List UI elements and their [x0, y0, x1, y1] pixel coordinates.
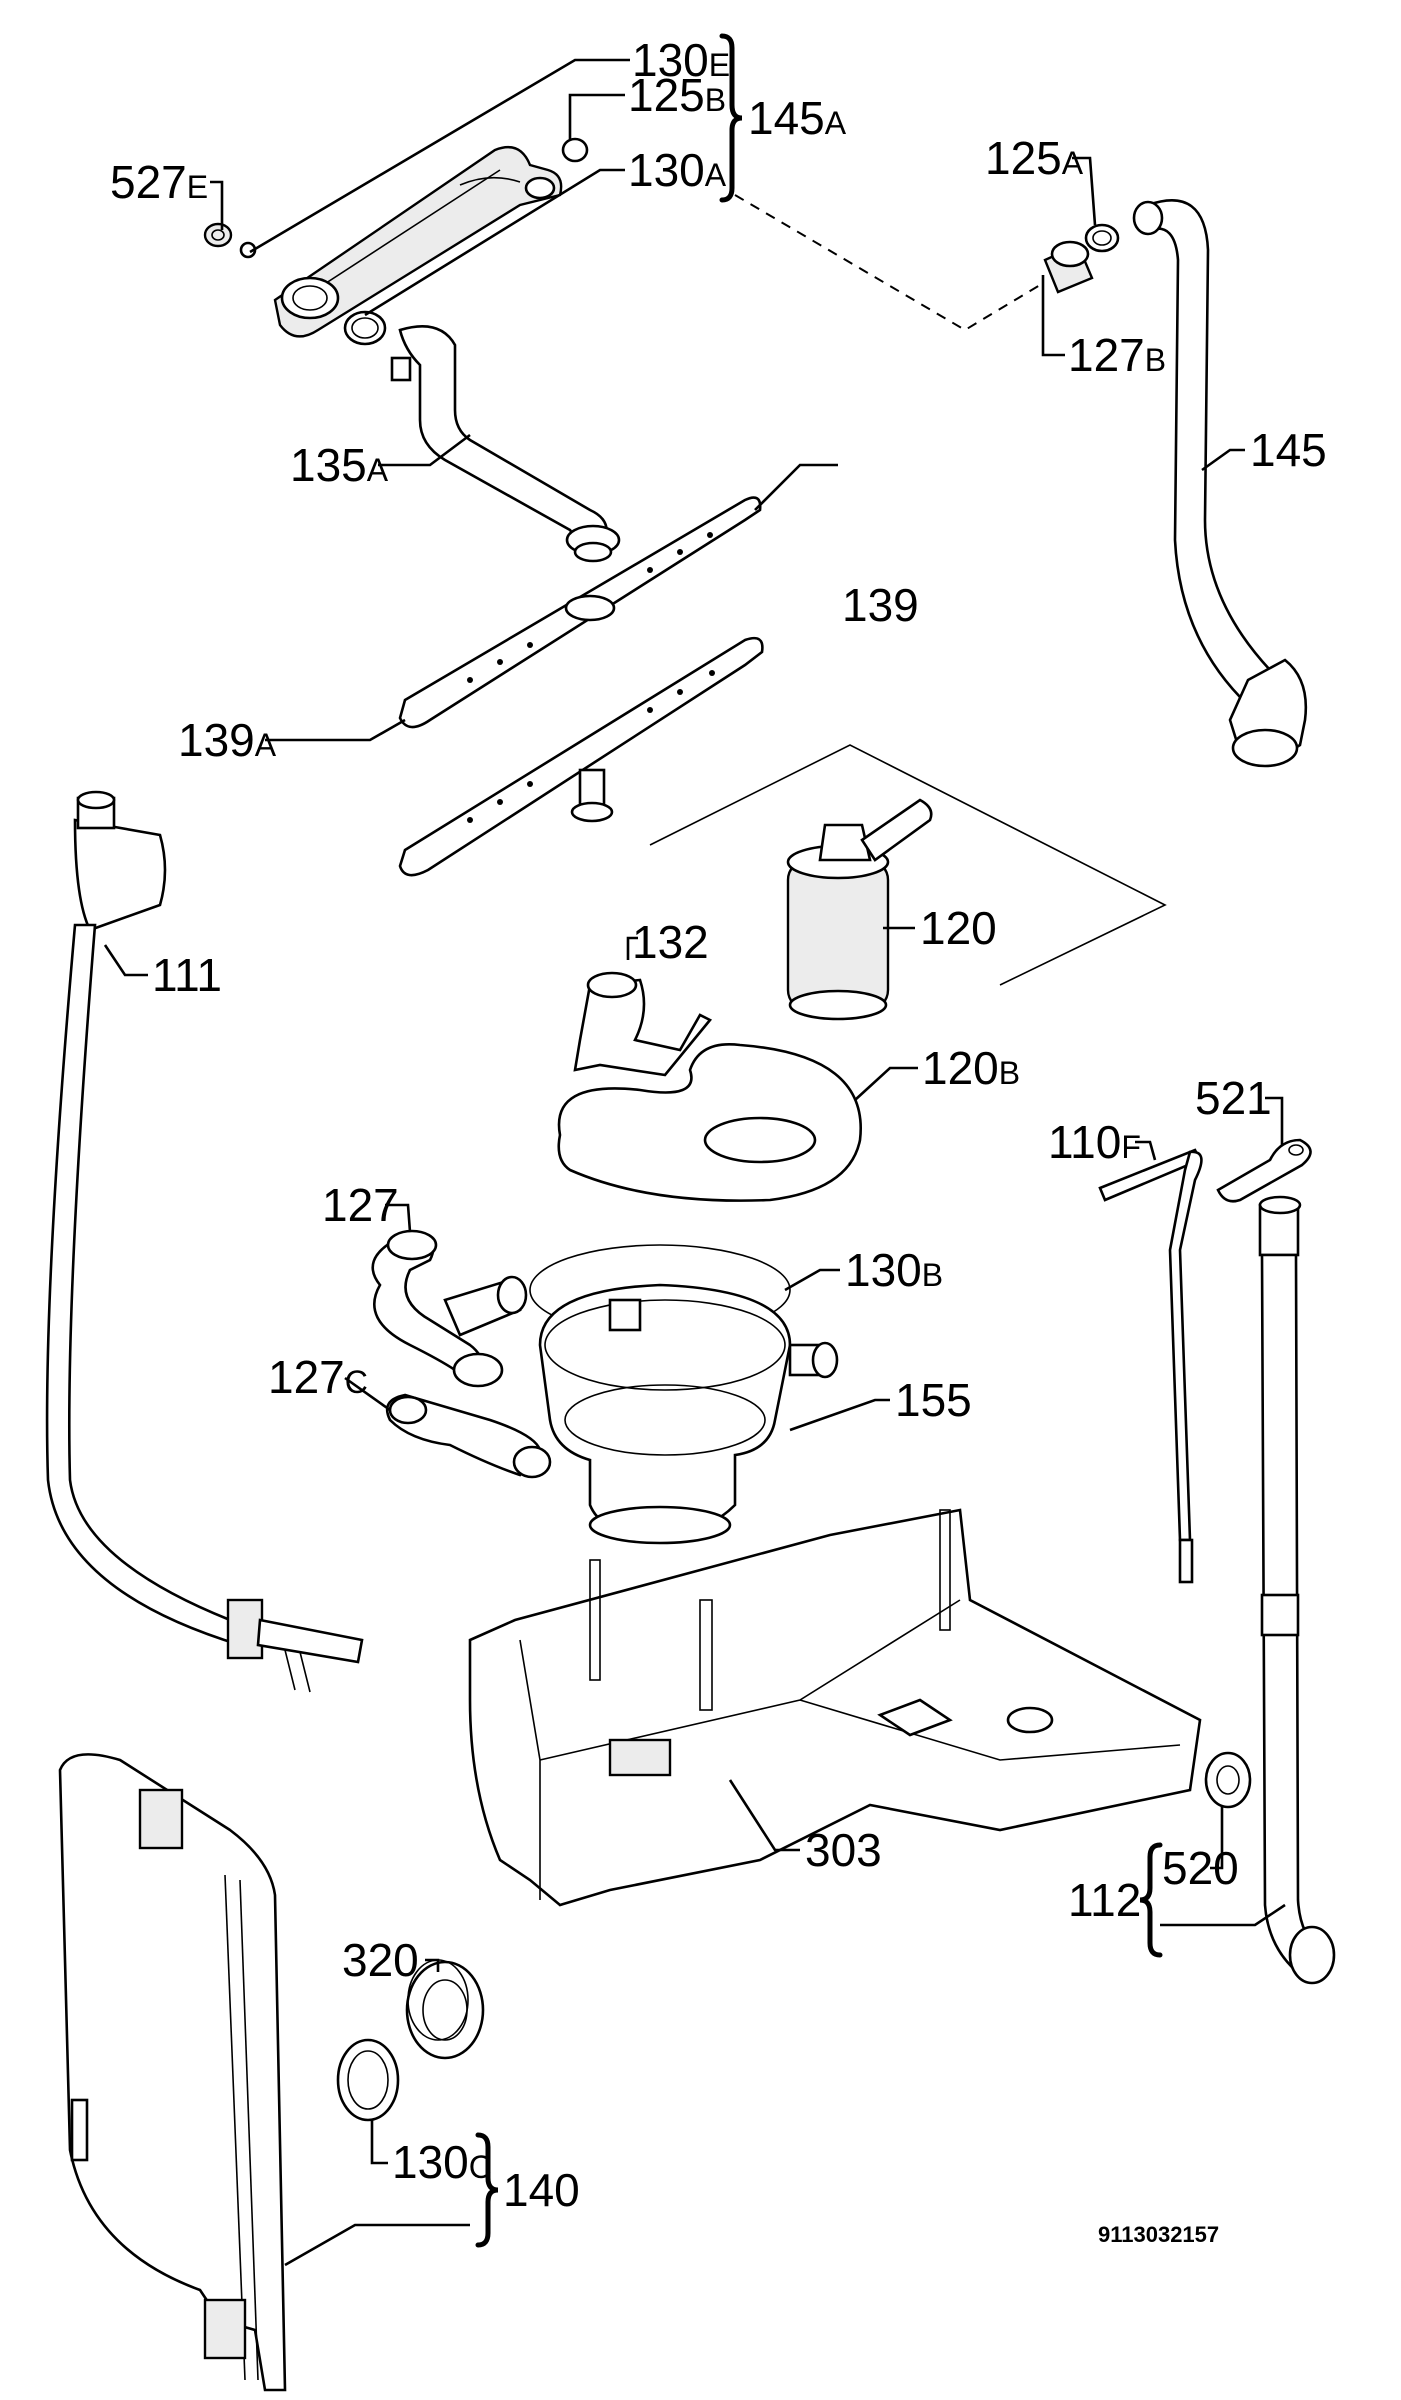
part-oring-125B[interactable]	[561, 137, 589, 163]
label-320: 320	[342, 1934, 419, 1986]
label-130A: 130A	[628, 144, 727, 196]
part-oring-130C[interactable]	[336, 2038, 400, 2122]
label-139A: 139A	[178, 714, 277, 766]
part-connector-127B[interactable]	[1043, 240, 1094, 294]
part-hose-145[interactable]	[1132, 199, 1308, 768]
leader-lines	[103, 58, 1286, 2267]
label-111: 111	[152, 949, 222, 1001]
part-filter-120[interactable]	[786, 798, 933, 1021]
grouping-braces	[475, 33, 1163, 2248]
part-drain-hose-112[interactable]	[1258, 1195, 1336, 1985]
part-side-panel-140[interactable]	[58, 1753, 287, 2392]
part-hose-110F[interactable]	[1098, 1148, 1203, 1584]
label-303: 303	[805, 1824, 882, 1876]
label-145: 145	[1250, 424, 1327, 476]
label-127C: 127C	[268, 1351, 368, 1403]
part-sump-155[interactable]	[538, 1283, 839, 1545]
part-pipe-127[interactable]	[371, 1229, 528, 1388]
part-pipe-127C[interactable]	[385, 1393, 552, 1479]
part-oring-125A[interactable]	[1084, 223, 1120, 253]
label-520: 520	[1162, 1842, 1239, 1894]
label-112: 112	[1068, 1874, 1141, 1926]
part-upper-spray-arm-139A[interactable]	[398, 496, 762, 729]
part-seal-320[interactable]	[405, 1959, 485, 2060]
part-grommet-520[interactable]	[1204, 1751, 1252, 1809]
dashed-connection-line	[734, 194, 1041, 332]
label-125A: 125A	[985, 132, 1084, 184]
part-upper-supply-pipe[interactable]	[273, 145, 563, 338]
part-oring-130A[interactable]	[343, 310, 387, 346]
part-base-303[interactable]	[468, 1508, 1202, 1907]
part-132[interactable]	[573, 971, 713, 1077]
label-130C: 130C	[392, 2136, 492, 2188]
part-inlet-hose-111[interactable]	[45, 790, 364, 1693]
part-clip-521[interactable]	[1216, 1138, 1312, 1203]
label-155: 155	[895, 1374, 972, 1426]
part-elbow-pipe-135A[interactable]	[390, 325, 621, 563]
part-lower-spray-arm-139[interactable]	[398, 636, 764, 877]
label-125B: 125B	[628, 69, 726, 121]
label-130B: 130B	[845, 1244, 943, 1296]
label-110F: 110F	[1048, 1116, 1141, 1168]
label-140: 140	[503, 2164, 580, 2216]
label-135A: 135A	[290, 439, 389, 491]
label-127B: 127B	[1068, 329, 1166, 381]
filter-assembly-outline	[649, 744, 1167, 986]
part-nut-527E[interactable]	[203, 222, 233, 248]
label-130E: 130E	[632, 34, 730, 86]
label-127: 127	[322, 1179, 399, 1231]
part-gasket-120B[interactable]	[557, 1043, 863, 1202]
label-120B: 120B	[922, 1042, 1020, 1094]
drawing-number: 9113032157	[1098, 2222, 1219, 2247]
part-labels: 130E 125B 145A 130A 527E 125A 127B 145 1…	[110, 34, 1327, 2216]
label-132: 132	[632, 916, 709, 968]
label-527E: 527E	[110, 156, 208, 208]
label-145A: 145A	[748, 92, 847, 144]
label-120: 120	[920, 902, 997, 954]
label-139: 139	[842, 579, 919, 631]
label-521: 521	[1195, 1072, 1272, 1124]
